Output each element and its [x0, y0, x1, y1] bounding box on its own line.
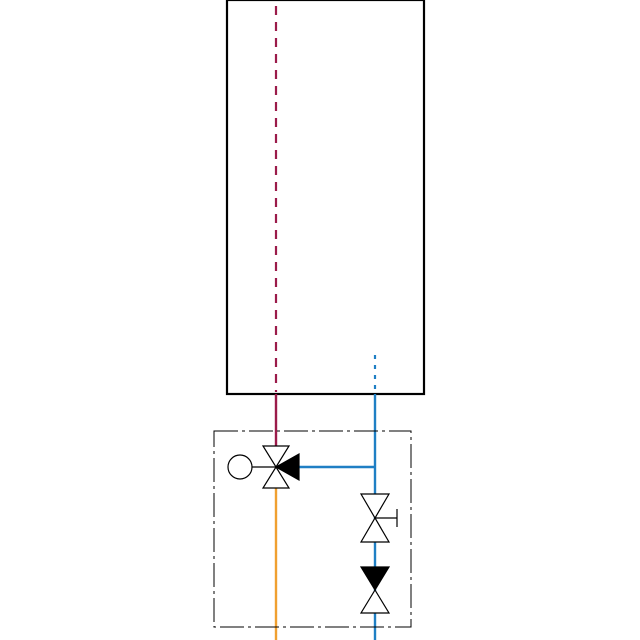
valve-actuator: [227, 454, 253, 480]
mixing-group-boundary: [213, 430, 412, 628]
storage-tank: [225, 0, 426, 396]
check-valve: [359, 566, 391, 614]
thermostatic-mixing-valve: [261, 445, 300, 489]
shutoff-valve: [359, 493, 398, 543]
